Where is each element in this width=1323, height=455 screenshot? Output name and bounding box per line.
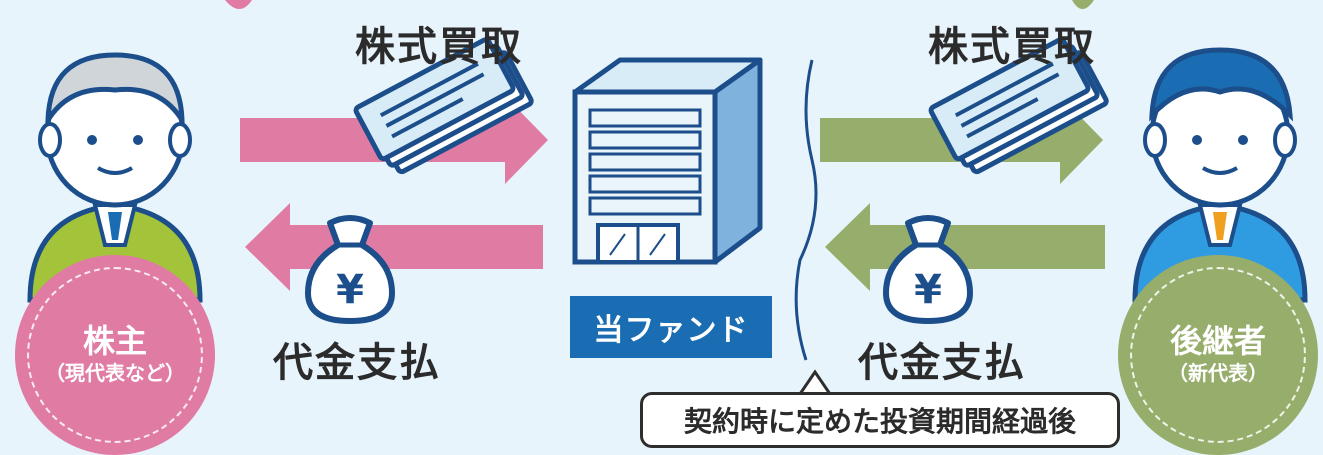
fund-label: 当ファンド xyxy=(593,313,749,348)
successor-title: 後継者 xyxy=(1169,322,1266,361)
shareholder-circle: 株主 （現代表など） xyxy=(15,255,215,455)
yen-symbol: ¥ xyxy=(914,267,942,313)
successor-circle: 後継者 （新代表） xyxy=(1118,255,1318,455)
shareholder-title: 株主 xyxy=(82,322,147,361)
top-green-hint xyxy=(1072,0,1094,9)
pink-arrow-left xyxy=(245,203,543,291)
divider-line xyxy=(794,59,818,361)
note-text: 契約時に定めた投資期間経過後 xyxy=(683,405,1076,438)
top-pink-hint xyxy=(225,0,252,9)
money-bag-icon: ¥ xyxy=(883,215,973,324)
callout-pointer xyxy=(797,369,833,396)
share-certificate-icon xyxy=(353,37,534,175)
label-pay-left: 代金支払 xyxy=(273,340,441,386)
label-pay-right: 代金支払 xyxy=(858,340,1026,386)
label-buy-left: 株式買取 xyxy=(355,24,523,70)
successor-subtitle: （新代表） xyxy=(1168,360,1268,385)
label-buy-right: 株式買取 xyxy=(928,24,1096,70)
yen-symbol: ¥ xyxy=(336,267,364,313)
shareholder-subtitle: （現代表など） xyxy=(45,360,185,385)
money-bag-icon: ¥ xyxy=(305,215,395,324)
building-icon xyxy=(572,57,763,265)
fund-label-box: 当ファンド xyxy=(570,296,772,358)
share-certificate-icon xyxy=(928,37,1109,175)
investment-period-note: 契約時に定めた投資期間経過後 xyxy=(640,392,1120,448)
